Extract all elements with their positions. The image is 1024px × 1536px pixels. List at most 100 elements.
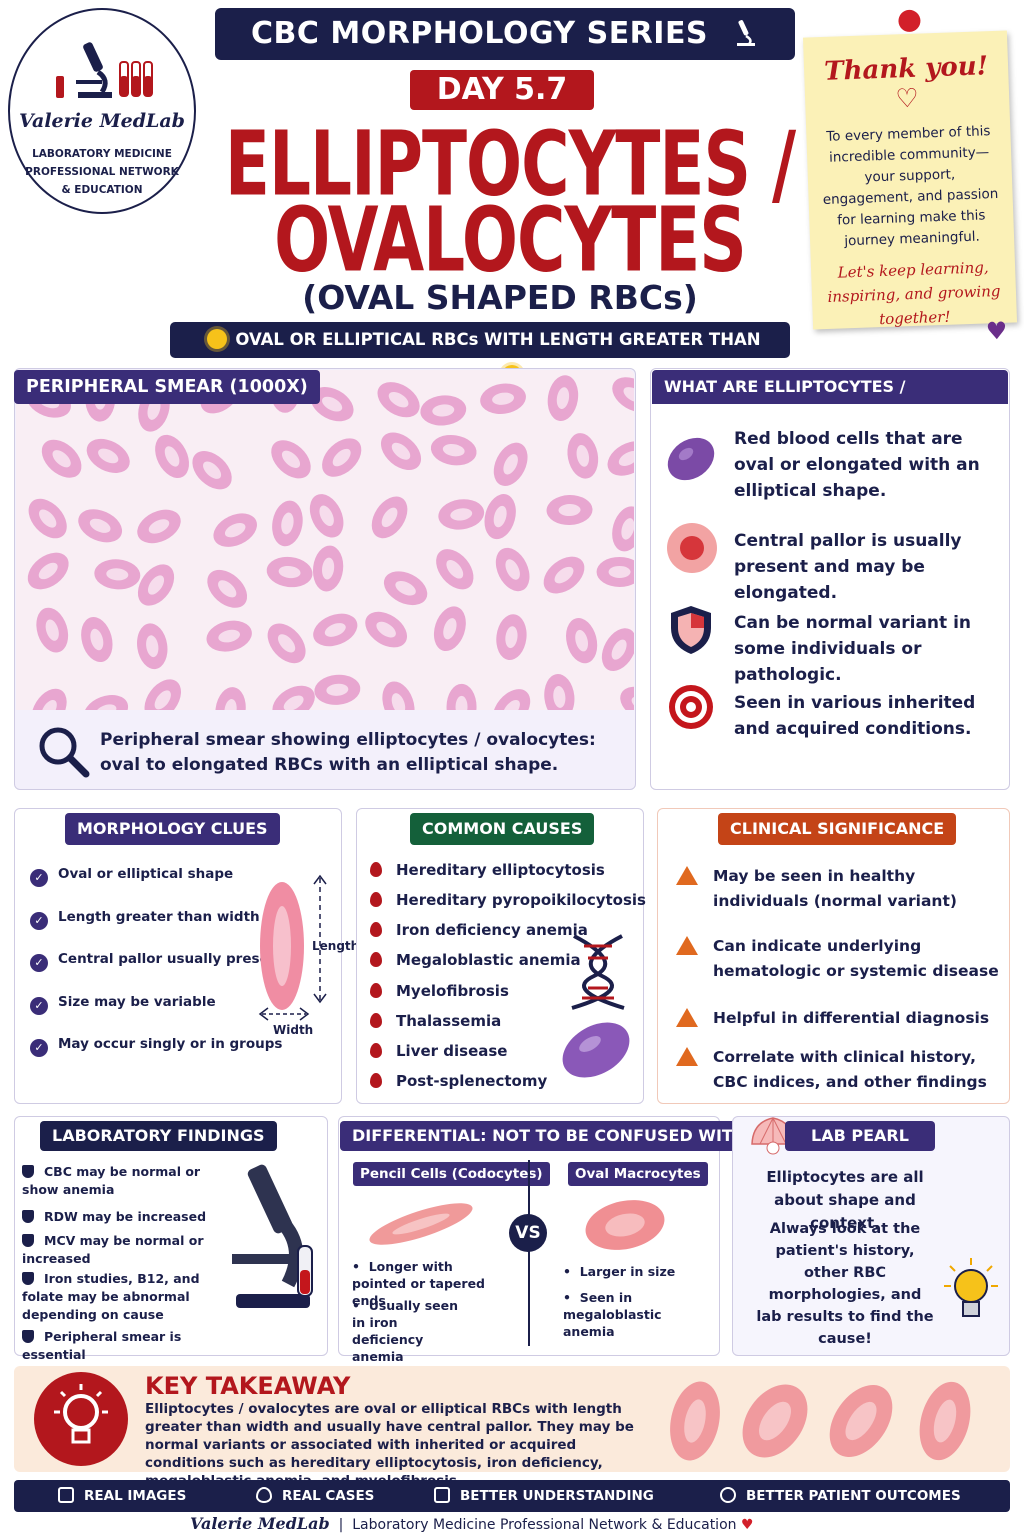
pushpin-icon [898,9,921,33]
book-icon [434,1487,450,1503]
definition-item: Seen in various inherited and acquired c… [734,693,976,739]
series-banner: CBC MORPHOLOGY SERIES [215,8,795,60]
smear-cell [543,556,585,594]
morphology-clue: ✓May occur singly or in groups [30,1036,282,1057]
footer-bar [14,1480,1010,1512]
sun-icon [207,329,228,349]
definition-panel-title: WHAT ARE ELLIPTOCYTES / OVALOCYTES? [652,370,1008,430]
credit-brand: Valerie MedLab [190,1514,330,1533]
smear-cell [380,432,422,471]
macrocyte-fact: • Seen in megaloblastic anemia [563,1290,662,1339]
smear-cell [144,679,181,710]
key-takeaway-text: Elliptocytes / ovalocytes are oval or el… [145,1401,634,1489]
blood-drop-icon [370,1043,382,1058]
smear-cell [78,509,123,543]
smear-cell [266,556,313,588]
smear-cell [28,498,67,539]
definition-item: Central pallor is usually present and ma… [734,531,962,603]
microscope-icon [58,1487,74,1503]
elliptocyte-icon [562,1022,630,1078]
smear-cell [83,695,129,710]
lab-finding: MCV may be normal or increased [22,1233,204,1266]
smear-cell [433,606,466,652]
definition-item: Red blood cells that are oval or elongat… [734,429,980,501]
smear-cell [492,689,531,710]
dna-icon [571,934,625,1010]
series-title: CBC MORPHOLOGY SERIES [251,16,709,51]
definition-panel [650,368,1010,790]
lab-finding: RDW may be increased [22,1208,232,1226]
width-label: Width [273,1023,314,1037]
elliptocyte-diagram [258,874,327,1021]
warning-icon [676,1008,698,1027]
smear-cell [207,569,248,608]
warning-icon [676,866,698,885]
magnifier-icon [39,727,90,778]
smear-cell [309,494,344,538]
cause-item: Liver disease [370,1042,507,1060]
smear-cell [607,441,634,476]
flask-icon [22,1330,34,1343]
lab-pearl-line1: Elliptocytes are all about shape and con… [766,1168,924,1232]
lab-finding: CBC may be normal or show anemia [22,1164,201,1197]
smear-cell [480,383,526,414]
smear-cell [495,547,530,592]
differential-title: DIFFERENTIAL: NOT TO BE CONFUSED WITH [340,1121,759,1151]
page-title-line1: ELLIPTOCYTES / [224,112,796,216]
check-icon: ✓ [30,869,48,887]
smear-cell [310,386,354,422]
warning-icon [676,936,698,955]
cause-item: Thalassemia [370,1012,501,1030]
causes-panel-title: COMMON CAUSES [410,813,595,845]
note-thanks: Thank you! ♡ [823,51,989,115]
smear-cell [567,433,599,479]
smear-cell [137,564,175,606]
clinical-panel-title: CLINICAL SIGNIFICANCE [718,813,957,845]
shield-icon [671,606,711,654]
microscope-icon [737,20,755,46]
smear-cell [546,495,593,526]
lab-pearl-title: LAB PEARL [785,1121,935,1151]
cause-item: Iron deficiency anemia [370,921,588,939]
smear-cell [601,628,634,672]
smear-cell [484,494,516,540]
smear-cell [271,440,311,479]
smear-cell [215,687,246,710]
smear-cell [496,614,527,661]
smear-cell [620,686,634,710]
smear-cell [438,499,485,530]
lab-finding: Iron studies, B12, and folate may be abn… [22,1271,200,1322]
microscope-logo-icon [56,42,153,98]
smear-cell [94,559,141,590]
cause-item: Hereditary elliptocytosis [370,861,605,879]
smear-cell [36,607,69,653]
smear-cell [544,674,575,710]
elliptocyte-row-icon [670,1381,971,1461]
lightbulb-icon [34,1372,128,1466]
footer-real-images: REAL IMAGES [58,1487,186,1504]
cause-item: Myelofibrosis [370,982,509,1000]
smear-cell [31,688,67,710]
smear-cell [314,674,361,705]
flask-icon [22,1272,34,1285]
check-icon: ✓ [30,912,48,930]
check-icon: ✓ [30,954,48,972]
smear-cell [547,375,579,421]
smear-cell [493,442,528,486]
smear-cell [213,513,257,547]
pencil-cell-icon [369,1203,473,1245]
macrocyte-fact: • Larger in size [563,1264,676,1279]
pencil-cells-label: Pencil Cells (Codocytes) [353,1162,550,1186]
definition-bar: OVAL OR ELLIPTICAL RBCs WITH LENGTH GREA… [170,322,790,385]
smear-cell [322,438,362,477]
blood-drop-icon [370,892,382,907]
blood-drop-icon [370,983,382,998]
smear-cell [382,681,415,710]
footer-patient-outcomes: BETTER PATIENT OUTCOMES [720,1487,961,1504]
red-cell-icon [667,523,717,573]
flask-icon [22,1234,34,1247]
smear-cell [272,685,315,710]
morphology-clue: ✓Central pallor usually present [30,951,285,972]
flask-icon [22,1165,34,1178]
smear-cell [446,683,477,710]
